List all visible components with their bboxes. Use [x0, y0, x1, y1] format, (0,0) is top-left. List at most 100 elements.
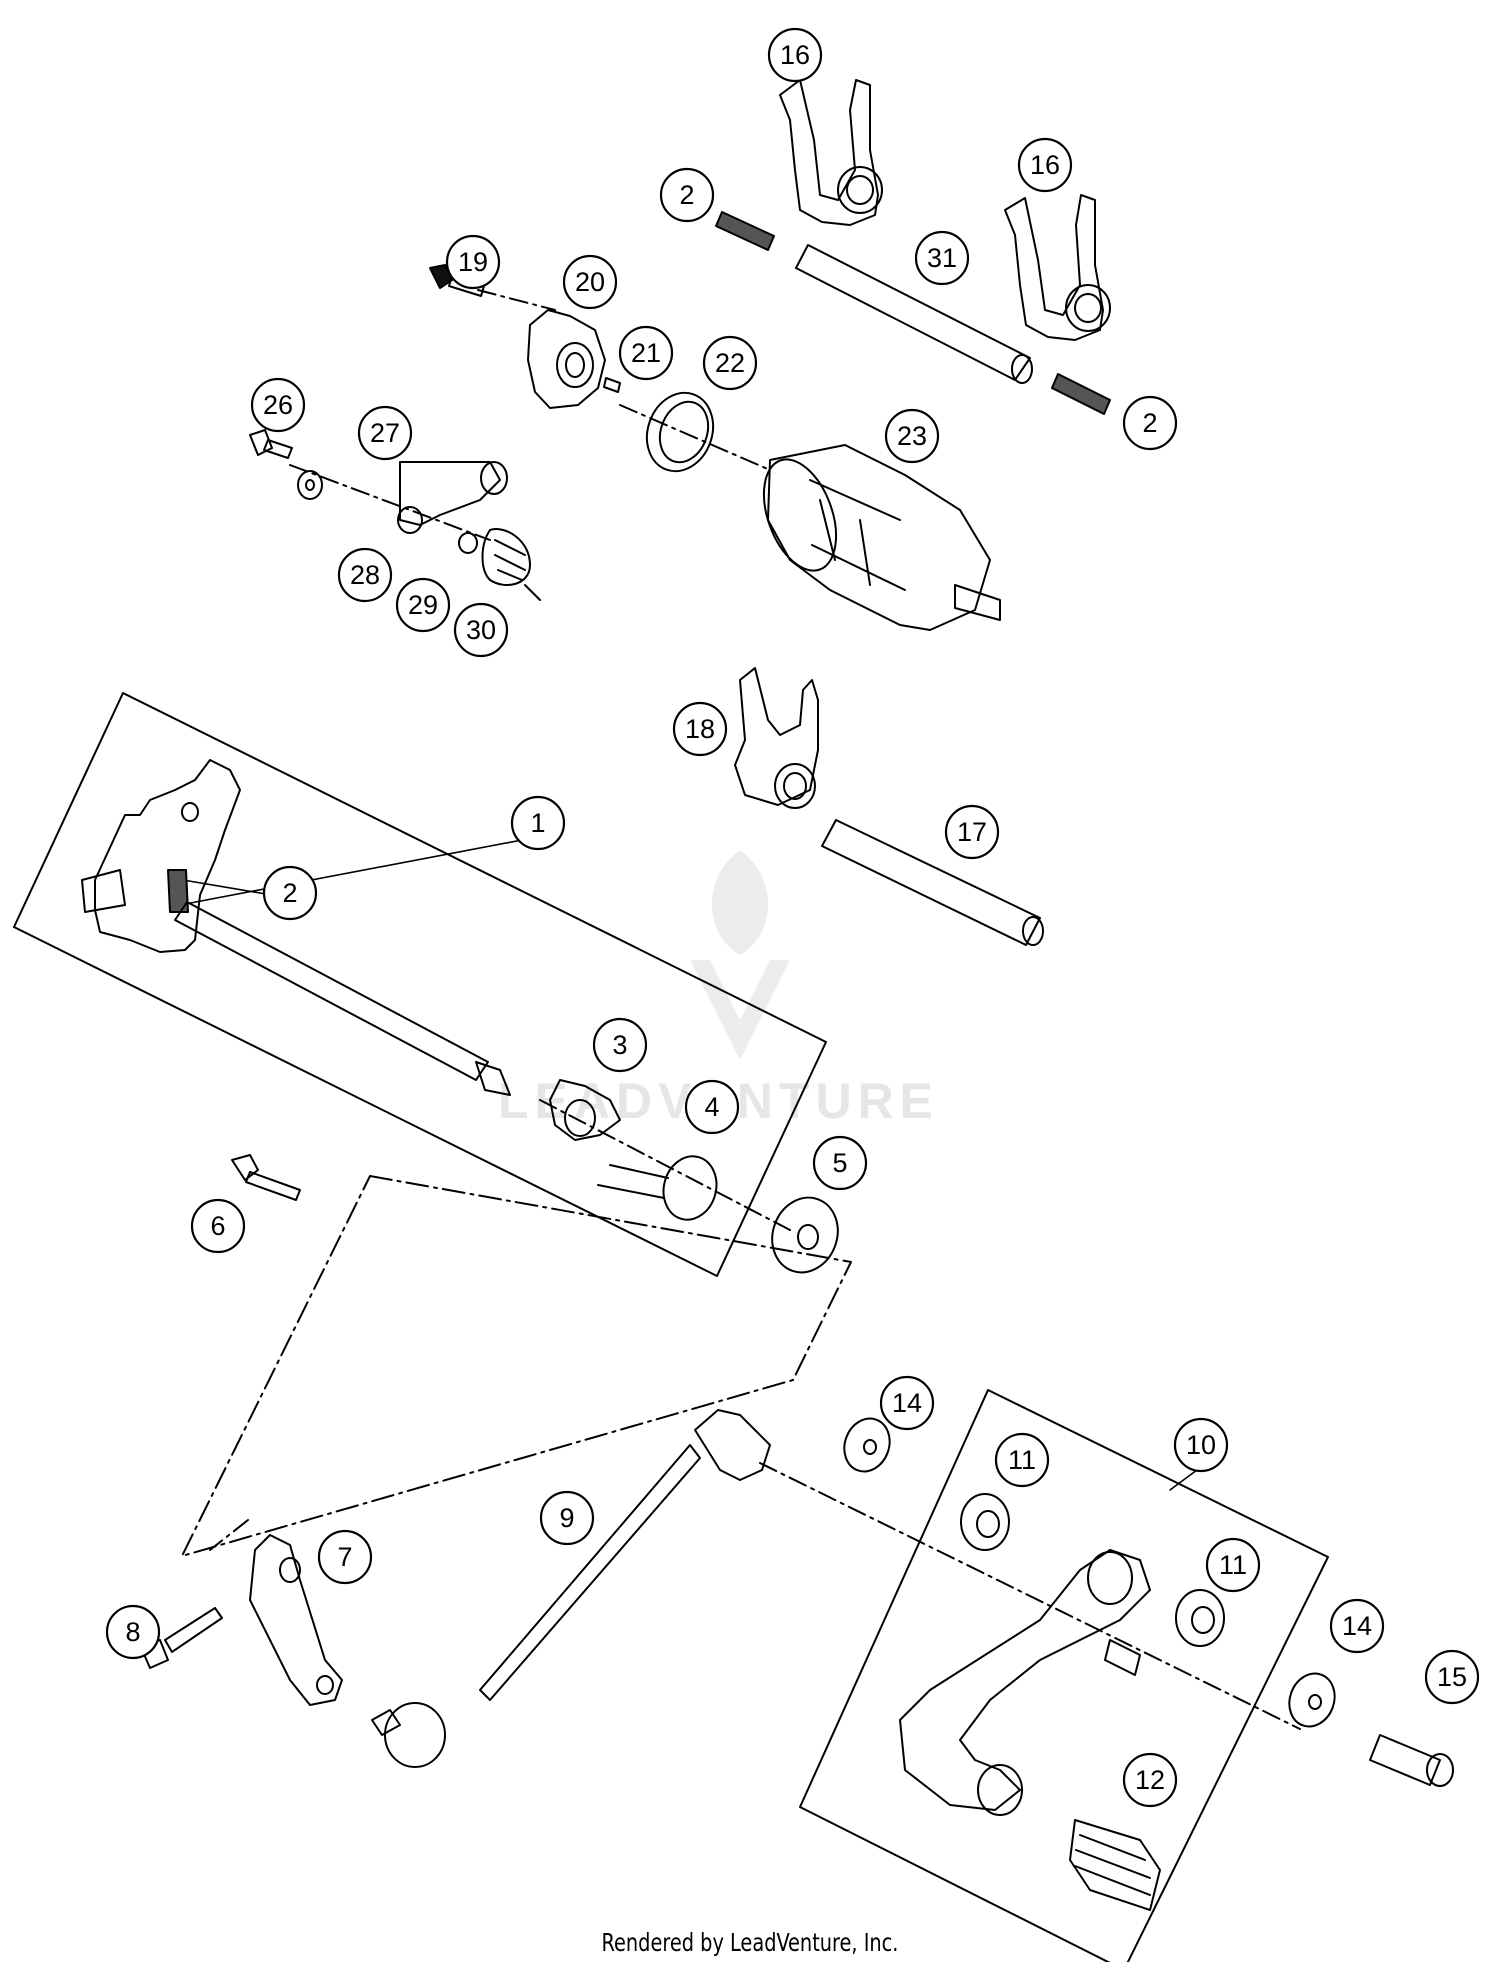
callout-label: 16 — [780, 40, 810, 70]
callout-12: 12 — [1122, 1752, 1178, 1808]
callout-label: 18 — [685, 714, 715, 744]
callout-1: 1 — [510, 795, 566, 851]
center-lines — [209, 289, 1301, 1730]
callout-circle — [702, 335, 758, 391]
callout-11: 11 — [1205, 1537, 1261, 1593]
callout-circle — [250, 377, 306, 433]
part-shift-fork-upper — [779, 79, 883, 226]
part-lever-28 — [397, 461, 508, 534]
leader-lines — [179, 839, 1202, 1491]
callout-26: 26 — [250, 377, 306, 433]
watermark-flame-icon — [711, 850, 769, 955]
group-box-shift-lever — [799, 1389, 1329, 1962]
callout-circle — [395, 577, 451, 633]
callout-circle — [684, 1079, 740, 1135]
callout-label: 29 — [408, 590, 438, 620]
part-tie-rod-9 — [371, 1409, 771, 1768]
callout-label: 2 — [282, 878, 297, 908]
part-washer-14-upper — [843, 1417, 891, 1473]
callout-circle — [884, 408, 940, 464]
callout-label: 2 — [1142, 408, 1157, 438]
callout-10: 10 — [1173, 1417, 1229, 1473]
callout-circle — [1122, 395, 1178, 451]
callout-circle — [914, 230, 970, 286]
callout-16: 16 — [767, 27, 823, 83]
callout-circle — [812, 1135, 868, 1191]
callout-label: 12 — [1135, 1765, 1165, 1795]
callout-label: 11 — [1219, 1550, 1247, 1580]
callout-29: 29 — [395, 577, 451, 633]
callout-circle — [190, 1198, 246, 1254]
part-washer-27 — [297, 470, 323, 500]
callout-label: 5 — [832, 1148, 847, 1178]
callout-31: 31 — [914, 230, 970, 286]
callout-circle — [510, 795, 566, 851]
callout-circle — [1122, 1752, 1178, 1808]
part-lever-7 — [249, 1534, 343, 1706]
callout-circle — [105, 1604, 161, 1660]
callout-3: 3 — [592, 1017, 648, 1073]
callout-15: 15 — [1424, 1649, 1480, 1705]
part-bearing-11-lower — [1175, 1589, 1225, 1647]
part-spring-4 — [597, 1155, 718, 1221]
part-bolt-26 — [249, 429, 293, 459]
callout-circle — [994, 1432, 1050, 1488]
part-shift-drum-23 — [762, 444, 1001, 631]
callout-17: 17 — [944, 804, 1000, 860]
callout-2: 2 — [1122, 395, 1178, 451]
callout-2: 2 — [659, 167, 715, 223]
callout-2: 2 — [262, 865, 318, 921]
part-spring-right — [1051, 373, 1111, 415]
callout-27: 27 — [357, 405, 413, 461]
callout-circle — [1424, 1649, 1480, 1705]
callout-circle — [1205, 1537, 1261, 1593]
callout-label: 21 — [631, 338, 661, 368]
callout-label: 14 — [1342, 1611, 1372, 1641]
callout-label: 22 — [715, 348, 745, 378]
callout-5: 5 — [812, 1135, 868, 1191]
callout-circle — [879, 1375, 935, 1431]
part-pin-21 — [603, 377, 621, 393]
callout-label: 15 — [1437, 1662, 1467, 1692]
part-shift-fork-right — [1004, 194, 1111, 341]
watermark-chevron-icon — [690, 960, 790, 1060]
callout-label: 9 — [559, 1503, 574, 1533]
callout-23: 23 — [884, 408, 940, 464]
part-rod-17 — [821, 819, 1044, 946]
callout-30: 30 — [453, 602, 509, 658]
part-bolt-6 — [231, 1154, 301, 1201]
callout-circle — [262, 865, 318, 921]
callout-8: 8 — [105, 1604, 161, 1660]
callout-label: 8 — [125, 1617, 140, 1647]
callout-label: 11 — [1008, 1445, 1036, 1475]
part-ring-22 — [645, 391, 715, 473]
callout-circle — [1017, 137, 1073, 193]
callout-circle — [659, 167, 715, 223]
callout-label: 31 — [927, 243, 957, 273]
callout-circle — [767, 27, 823, 83]
callout-6: 6 — [190, 1198, 246, 1254]
callout-label: 19 — [458, 247, 488, 277]
callout-11: 11 — [994, 1432, 1050, 1488]
callout-20: 20 — [562, 254, 618, 310]
callout-label: 23 — [897, 421, 927, 451]
part-bearing-11-upper — [960, 1493, 1010, 1551]
part-rubber-12 — [1069, 1819, 1161, 1911]
callout-label: 2 — [679, 180, 694, 210]
callout-circle — [445, 234, 501, 290]
callout-circle — [453, 602, 509, 658]
part-rod-31 — [795, 244, 1033, 384]
callout-label: 30 — [466, 615, 496, 645]
callout-circle — [944, 804, 1000, 860]
callout-circle — [539, 1490, 595, 1546]
callout-circle — [592, 1017, 648, 1073]
part-shift-shaft-1 — [81, 759, 511, 1096]
callout-label: 6 — [210, 1211, 225, 1241]
callout-circle — [1173, 1417, 1229, 1473]
callout-label: 14 — [892, 1388, 922, 1418]
part-washer-29 — [458, 532, 478, 554]
group-box-shift-shaft — [13, 692, 827, 1277]
part-shift-fork-18 — [734, 667, 819, 809]
